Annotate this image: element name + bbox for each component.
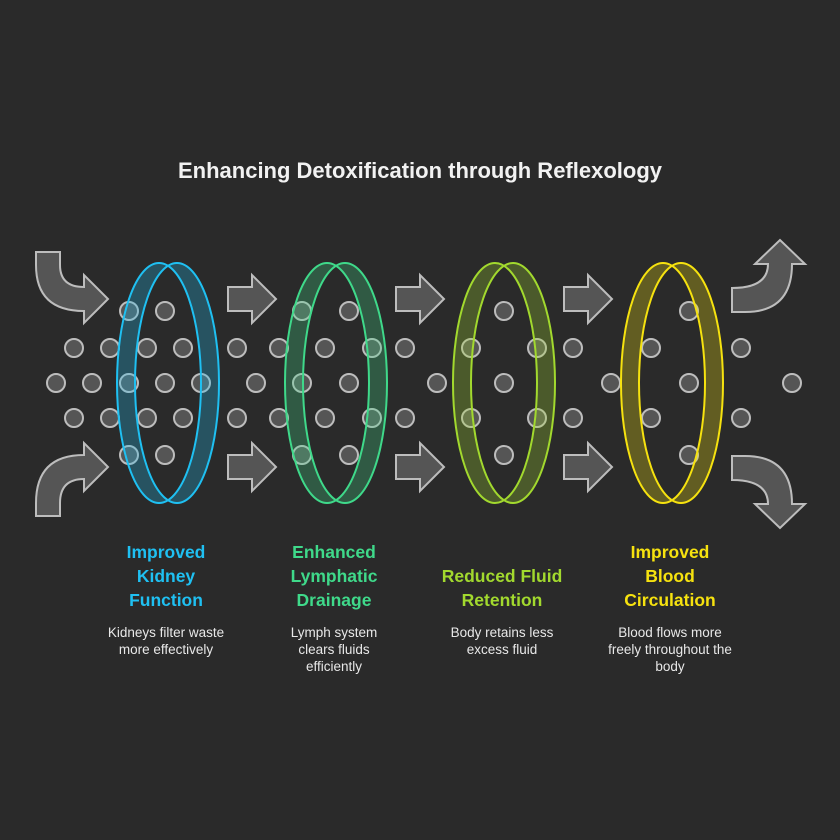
filter-ring-outline [116, 262, 202, 504]
stage-description-line: body [655, 659, 685, 674]
stage-title-line [422, 540, 582, 564]
particle-dot [679, 301, 699, 321]
stage-title-line: Enhanced [292, 542, 376, 562]
particle-dot [731, 338, 751, 358]
particle-dot [155, 301, 175, 321]
particle-dot [100, 338, 120, 358]
particle-dot [731, 408, 751, 428]
particle-dot [679, 373, 699, 393]
particle-dot [494, 373, 514, 393]
particle-dot [173, 408, 193, 428]
particle-dot [315, 408, 335, 428]
particle-dot [227, 408, 247, 428]
particle-dot [782, 373, 802, 393]
filter-ring-band [284, 262, 387, 504]
particle-dot [563, 338, 583, 358]
filter-ring-outline [134, 262, 220, 504]
filter-ring-outline [620, 262, 706, 504]
particle-dot [137, 338, 157, 358]
stage-description-line: more effectively [118, 642, 214, 657]
stage-description-line: clears fluids [298, 642, 370, 657]
stage-title-line: Improved [126, 542, 206, 562]
particle-dot [339, 445, 359, 465]
stage-title-line: Blood [645, 566, 695, 586]
particle-dot [563, 408, 583, 428]
particle-dot [494, 301, 514, 321]
arrow-right-icon [563, 440, 614, 494]
particle-dot [315, 338, 335, 358]
filter-ring-outline [470, 262, 556, 504]
stage-title-line: Retention [461, 590, 543, 610]
stage-description-line: efficiently [305, 659, 363, 674]
particle-dot [339, 301, 359, 321]
stage-description: Body retains less excess fluid [422, 624, 582, 658]
particle-dot [427, 373, 447, 393]
stage-title-line: Kidney [136, 566, 196, 586]
curved-arrow-out-bottom-icon [731, 455, 808, 530]
curved-arrow-in-bottom-icon [35, 440, 110, 517]
stage-description: Kidneys filter waste more effectively [86, 624, 246, 658]
particle-dot [119, 373, 139, 393]
stage-title-line: Improved [630, 542, 710, 562]
stage-description-line: Blood flows more [618, 625, 722, 640]
stage-description-line: Kidneys filter waste [107, 625, 225, 640]
particle-dot [641, 338, 661, 358]
stage-title-line: Function [129, 590, 203, 610]
particle-dot [155, 373, 175, 393]
curved-arrow-out-top-icon [731, 238, 808, 313]
filter-ring-outline [284, 262, 370, 504]
particle-dot [64, 408, 84, 428]
particle-dot [641, 408, 661, 428]
stage-description-line: Lymph system [290, 625, 378, 640]
curved-arrow-in-top-icon [35, 251, 110, 326]
arrow-right-icon [227, 440, 278, 494]
stage-description: Blood flows more freely throughout the bod… [590, 624, 750, 675]
arrow-right-icon [563, 272, 614, 326]
diagram-title: Enhancing Detoxification through Reflexo… [177, 158, 663, 183]
stage-title-line: Lymphatic [290, 566, 378, 586]
arrow-right-icon [395, 440, 446, 494]
stage-description-line: Body retains less [450, 625, 554, 640]
filter-ring-outline [302, 262, 388, 504]
particle-dot [155, 445, 175, 465]
particle-dot [46, 373, 66, 393]
particle-dot [339, 373, 359, 393]
particle-dot [395, 338, 415, 358]
particle-dot [269, 408, 289, 428]
stage-description-line: excess fluid [466, 642, 538, 657]
particle-dot [100, 408, 120, 428]
filter-ring-band [621, 263, 723, 503]
stage-description: Lymph system clears fluids efficiently [254, 624, 414, 675]
particle-dot [494, 445, 514, 465]
stage-title-line: Drainage [296, 590, 372, 610]
particle-dot [246, 373, 266, 393]
particle-dot [64, 338, 84, 358]
particle-dot [679, 445, 699, 465]
particle-dot [82, 373, 102, 393]
stage-title-line: Circulation [624, 590, 716, 610]
particle-dot [395, 408, 415, 428]
stage-title-line: Reduced Fluid [441, 566, 563, 586]
arrow-right-icon [395, 272, 446, 326]
particle-dot [269, 338, 289, 358]
filter-ring-outline [452, 262, 538, 504]
stage-description-line: freely throughout the [608, 642, 732, 657]
particle-dot [227, 338, 247, 358]
particle-dot [137, 408, 157, 428]
particle-dot [601, 373, 621, 393]
arrow-right-icon [227, 272, 278, 326]
filter-ring-outline [638, 262, 724, 504]
particle-dot [173, 338, 193, 358]
